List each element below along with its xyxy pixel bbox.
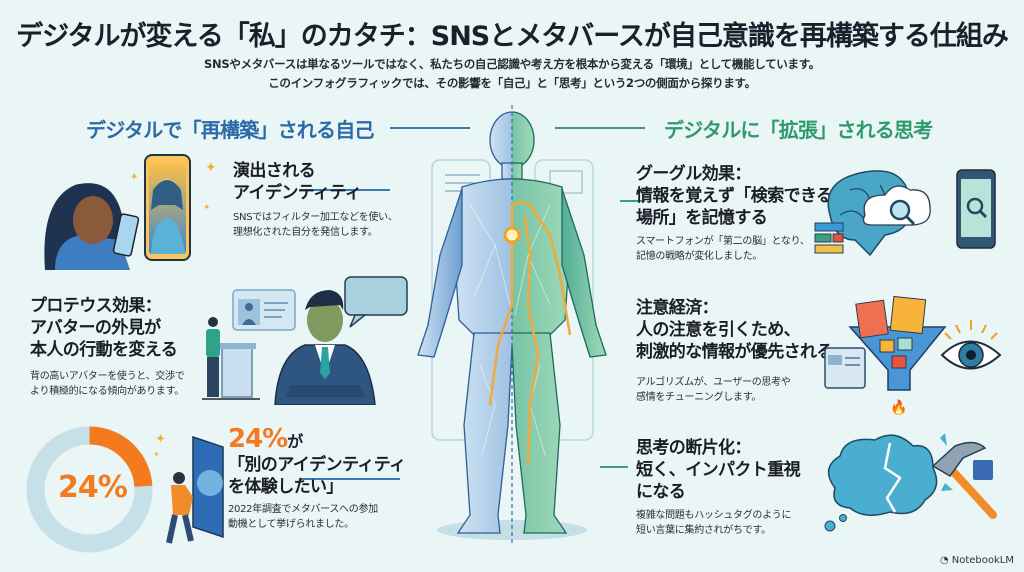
donut-center-label: 24% — [58, 470, 128, 505]
right-section-heading: デジタルに「拡張」される思考 — [664, 118, 933, 142]
card-description: アルゴリズムが、ユーザーの思考や — [636, 377, 791, 388]
card-description: 複雑な問題もハッシュタグのように — [636, 510, 792, 521]
card-title: プロテウス効果： — [30, 296, 162, 316]
card-title: 短く、インパクト重視 — [636, 460, 801, 480]
card-description: 動機として挙げられました。 — [228, 519, 354, 530]
svg-text:✦: ✦ — [205, 160, 215, 176]
brand-label: NotebookLM — [951, 555, 1014, 566]
card-description: より積極的になる傾向があります。 — [30, 386, 184, 397]
left-section-heading: デジタルで「再構築」される自己 — [86, 118, 374, 142]
left-heading-connector — [390, 127, 470, 129]
svg-text:✦: ✦ — [155, 450, 160, 459]
card-title: 思考の断片化： — [636, 438, 751, 458]
card-proteus-effect: プロテウス効果： アバターの外見が 本人の行動を変える 背の高いアバターを使うと… — [30, 295, 185, 399]
connector-line — [300, 189, 390, 191]
donut-chart-24-percent — [26, 426, 153, 553]
stat-suffix: が — [287, 432, 304, 451]
connector-line — [600, 466, 628, 468]
svg-text:✦: ✦ — [203, 203, 211, 213]
brain-search-icon — [814, 169, 996, 257]
card-title: 本人の行動を変える — [30, 340, 178, 360]
card-title: グーグル効果： — [636, 164, 751, 184]
card-title: 情報を覚えず「検索できる — [636, 186, 833, 206]
broken-cloud-hammer-icon — [824, 433, 997, 532]
subtitle-line-2: このインフォグラフィックでは、その影響を「自己」と「思考」という2つの側面から探… — [268, 76, 756, 90]
funnel-eye-icon: 🔥 — [824, 295, 1002, 415]
card-title: を体験したい」 — [228, 477, 343, 497]
card-title: 「別のアイデンティティ — [228, 455, 406, 475]
card-description: 記憶の戦略が変化しました。 — [636, 251, 763, 262]
subtitle-line-1: SNSやメタバースは単なるツールではなく、私たちの自己認識や考え方を根本から変え… — [204, 57, 820, 71]
svg-text:✦: ✦ — [130, 172, 138, 183]
card-description: 背の高いアバターを使うと、交渉で — [30, 371, 185, 382]
notebooklm-brand: ◔ NotebookLM — [940, 555, 1014, 566]
card-attention-economy: 注意経済： 人の注意を引くため、 刺激的な情報が優先される アルゴリズムが、ユー… — [636, 297, 833, 405]
avatar-businessman-icon — [202, 276, 408, 405]
connector-line — [300, 478, 400, 480]
card-description: スマートフォンが「第二の脳」となり、 — [636, 236, 810, 247]
card-title: 演出される — [233, 161, 316, 181]
card-google-effect: グーグル効果： 情報を覚えず「検索できる 場所」を記憶する スマートフォンが「第… — [636, 163, 833, 264]
card-thought-fragmentation: 思考の断片化： 短く、インパクト重視 になる 複雑な問題もハッシュタグのように … — [636, 437, 801, 538]
card-title: 刺激的な情報が優先される — [636, 342, 833, 362]
card-alternate-identity: 24%が 「別のアイデンティティ を体験したい」 2022年調査でメタバースへの… — [228, 424, 406, 532]
card-title: になる — [636, 482, 686, 502]
card-title: アバターの外見が — [30, 318, 161, 338]
card-title: 注意経済： — [636, 298, 719, 318]
selfie-phone-icon: ✦ ✦ ✦ — [44, 154, 215, 270]
svg-text:✦: ✦ — [155, 432, 166, 447]
card-description: 理想化された自分を発信します。 — [233, 227, 378, 238]
right-heading-connector — [555, 127, 645, 129]
card-description: SNSではフィルター加工などを使い、 — [233, 212, 398, 223]
svg-text:🔥: 🔥 — [890, 399, 907, 415]
digital-human-figure-icon — [417, 105, 607, 545]
card-description: 短い言葉に集約されがちです。 — [636, 525, 771, 536]
card-description: 2022年調査でメタバースへの参加 — [228, 504, 378, 515]
card-description: 感情をチューニングします。 — [636, 392, 762, 403]
card-title: アイデンティティ — [233, 183, 362, 203]
portal-door-icon: ✦ ✦ — [155, 432, 224, 544]
page-title: デジタルが変える「私」のカタチ：SNSとメタバースが自己意識を再構築する仕組み — [16, 21, 1009, 52]
card-title: 人の注意を引くため、 — [636, 320, 801, 340]
notebooklm-logo-icon: ◔ — [940, 555, 949, 566]
connector-line — [620, 200, 645, 202]
card-title: 場所」を記憶する — [636, 208, 768, 228]
stat-value: 24% — [228, 424, 288, 454]
card-performed-identity: 演出される アイデンティティ SNSではフィルター加工などを使い、 理想化された… — [233, 160, 398, 240]
